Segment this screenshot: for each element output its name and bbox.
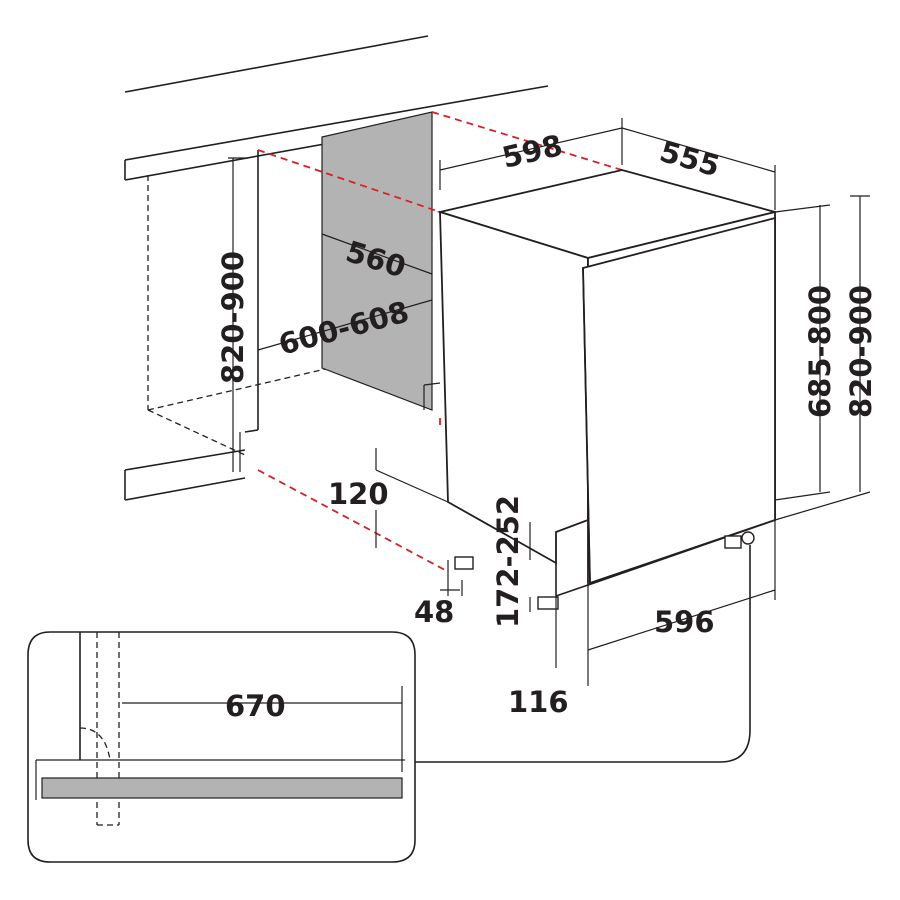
dimension-lines [228, 118, 871, 686]
label-plinth-range: 172-252 [491, 495, 525, 628]
label-appliance-width: 598 [499, 128, 566, 175]
label-door-width: 596 [654, 605, 715, 639]
label-appliance-height: 820-900 [844, 285, 878, 418]
foot-front [537, 596, 559, 610]
label-door-bottom-offset: 116 [508, 685, 569, 719]
door-panel [582, 216, 776, 585]
foot-left [454, 556, 474, 570]
label-niche-height: 820-900 [216, 251, 250, 384]
side-panel [321, 111, 433, 411]
label-door-height: 685-800 [803, 285, 837, 418]
hinge-circle [741, 531, 755, 545]
label-plinth-clearance: 120 [328, 477, 389, 511]
dishwasher [436, 169, 779, 610]
label-appliance-depth: 555 [656, 134, 724, 183]
label-inset-door-travel: 670 [225, 689, 286, 723]
label-foot-offset: 48 [414, 595, 454, 629]
inset-plinth-bar [41, 777, 403, 799]
cabinet-niche [124, 150, 331, 501]
red-guide-lines [257, 111, 623, 571]
foot-right [724, 535, 742, 549]
inset-detail [27, 545, 751, 863]
